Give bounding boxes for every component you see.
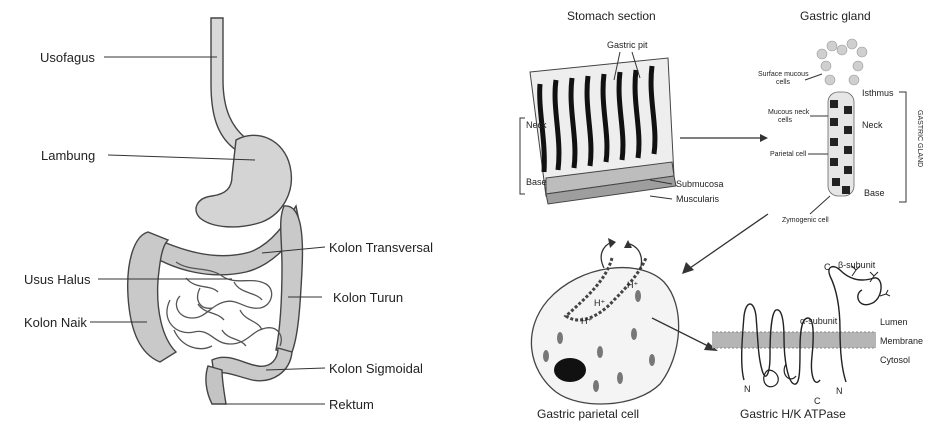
h-ion-3: H⁺ <box>581 316 592 326</box>
sigmoid-colon-shape <box>212 348 292 381</box>
gland-isthmus-label: Isthmus <box>862 88 894 98</box>
membrane-label: Membrane <box>880 336 923 346</box>
digestive-system: Usofagus Lambung Kolon Transversal Usus … <box>24 18 433 412</box>
c-terminus-alpha: C <box>814 396 821 406</box>
label-ascending-colon: Kolon Naik <box>24 315 87 330</box>
muscularis-label: Muscularis <box>676 194 720 204</box>
mucous-neck-label-2: cells <box>778 117 793 124</box>
surface-mucous-label-2: cells <box>776 79 791 86</box>
esophagus-shape <box>211 18 248 150</box>
mucous-neck-label-1: Mucous neck <box>768 109 810 116</box>
zymogenic-cell-label: Zymogenic cell <box>782 217 829 224</box>
descending-colon-shape <box>276 206 302 352</box>
n-terminus-alpha: N <box>744 384 751 394</box>
stomach-shape <box>196 135 291 227</box>
alpha-subunit-label: α-subunit <box>800 316 838 326</box>
parietal-cell: H⁺ H⁺ H⁺ Gastric parietal cell <box>531 238 718 421</box>
gastric-gland-bracket-label: GASTRIC GLAND <box>916 110 923 167</box>
cytosol-label: Cytosol <box>880 355 910 365</box>
label-esophagus: Usofagus <box>40 50 95 65</box>
c-terminus-beta: C <box>824 262 831 272</box>
section-neck-label: Neck <box>526 120 547 130</box>
n-terminus-beta: N <box>836 386 843 396</box>
label-sigmoid-colon: Kolon Sigmoidal <box>329 361 423 376</box>
label-descending-colon: Kolon Turun <box>333 290 403 305</box>
lumen-label: Lumen <box>880 317 908 327</box>
parietal-cell-body <box>531 268 678 404</box>
gland-surface-cells <box>817 39 867 85</box>
stomach-section-title: Stomach section <box>567 9 656 23</box>
section-base-label: Base <box>526 177 547 187</box>
gastric-gland-title: Gastric gland <box>800 9 871 23</box>
gastric-pit-label: Gastric pit <box>607 40 648 50</box>
gland-neck-label: Neck <box>862 120 883 130</box>
nucleus <box>554 358 586 382</box>
h-ion-1: H⁺ <box>627 280 638 290</box>
label-small-intestine: Usus Halus <box>24 272 91 287</box>
glycosylation-marks <box>852 266 890 296</box>
h-ion-2: H⁺ <box>594 298 605 308</box>
label-transverse-colon: Kolon Transversal <box>329 240 433 255</box>
atpase-title: Gastric H/K ATPase <box>740 407 846 421</box>
stomach-section: Stomach section Gastric pit Neck Base Su… <box>520 9 768 204</box>
parietal-cell-label: Parietal cell <box>770 151 807 158</box>
hk-atpase: α-subunit β-subunit C C N N Lumen Membra… <box>712 260 923 421</box>
membrane-band <box>712 332 876 348</box>
gland-base-label: Base <box>864 188 885 198</box>
gastric-gland: Gastric gland Surface mucous cells Mucou… <box>682 9 923 274</box>
beta-subunit-label: β-subunit <box>838 260 876 270</box>
surface-mucous-label-1: Surface mucous <box>758 71 809 78</box>
submucosa-label: Submucosa <box>676 179 724 189</box>
label-stomach: Lambung <box>41 148 95 163</box>
label-rectum: Rektum <box>329 397 374 412</box>
parietal-cell-title: Gastric parietal cell <box>537 407 639 421</box>
arrow-gland-to-parietal <box>690 214 768 268</box>
